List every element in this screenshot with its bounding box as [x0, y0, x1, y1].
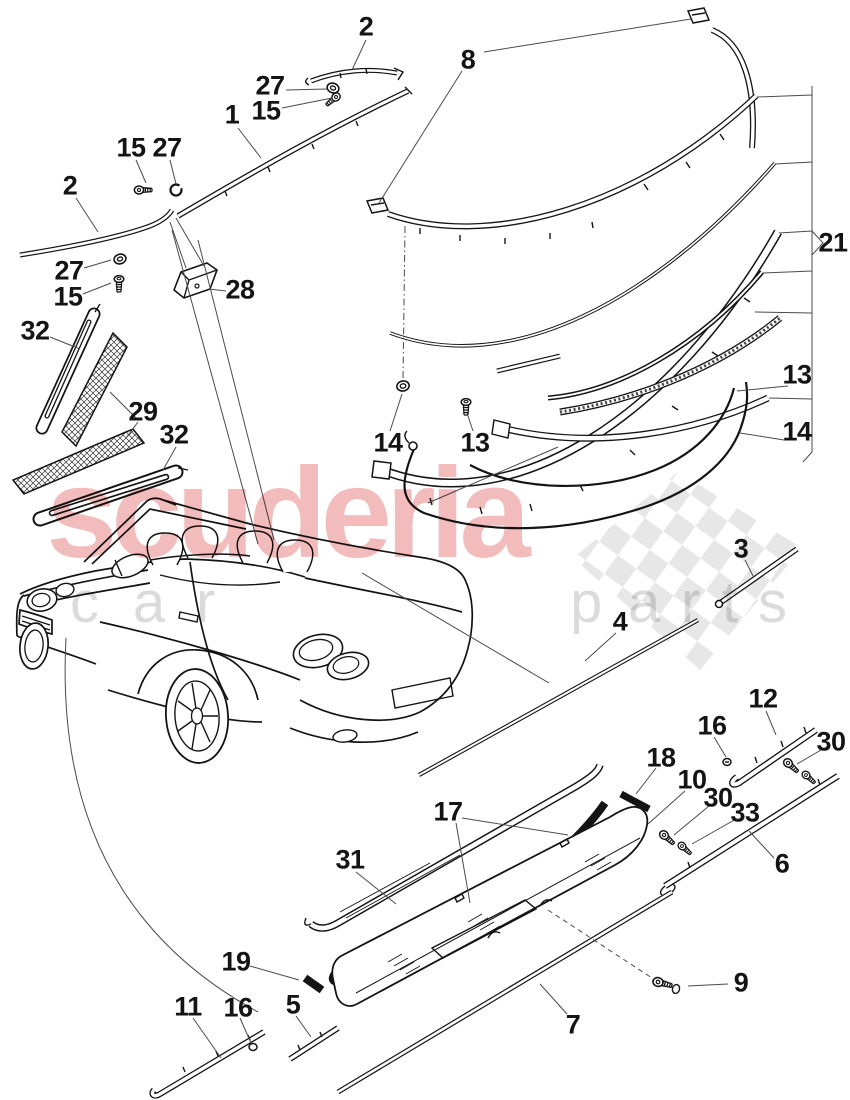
- callout-32: 32: [20, 315, 50, 346]
- callout-6: 6: [774, 848, 790, 879]
- trim-arc-6-hatched: [559, 315, 783, 416]
- trim-arc-5: [547, 270, 764, 401]
- callout-16: 16: [697, 710, 727, 741]
- sill-trim-31: [304, 763, 604, 932]
- leader-lines: [49, 18, 822, 1059]
- callout-30: 30: [816, 726, 846, 757]
- checkered-flag-graphic: [573, 472, 802, 670]
- strip-5: [288, 1025, 340, 1062]
- callout-17: 17: [433, 796, 463, 827]
- roof-trim-group: [19, 67, 413, 299]
- trim-arc-2: [387, 93, 759, 244]
- callout-18: 18: [646, 742, 676, 773]
- callout-21: 21: [818, 227, 848, 258]
- seal-14: [403, 381, 749, 530]
- adhesive-strip-19: [302, 974, 325, 994]
- blade-32-lower: [32, 464, 189, 527]
- windshield-trim-arc-group-21: [365, 7, 824, 515]
- callout-27: 27: [255, 70, 285, 101]
- callout-12: 12: [748, 683, 778, 714]
- callout-33: 33: [730, 797, 760, 828]
- callout-15: 15: [53, 281, 83, 312]
- strip-3: [714, 546, 799, 609]
- seal-29-lower: [11, 428, 146, 495]
- callout-14: 14: [373, 427, 403, 458]
- callout-31: 31: [335, 844, 365, 875]
- callout-11: 11: [174, 991, 202, 1022]
- callout-15: 15: [116, 132, 146, 163]
- nut-14: [396, 380, 410, 392]
- washer-27-mid: [169, 183, 184, 197]
- strip-2-upper: [305, 67, 405, 86]
- callout-1: 1: [224, 99, 240, 130]
- callout-19: 19: [221, 946, 251, 977]
- trim-arc-7: [491, 394, 770, 442]
- blade-32-upper: [35, 303, 101, 435]
- trim-arc-1: [710, 27, 756, 149]
- callout-8: 8: [460, 44, 476, 75]
- callout-15: 15: [251, 95, 281, 126]
- clip-8-left: [365, 197, 390, 214]
- bracket-21: [754, 86, 824, 463]
- callout-7: 7: [565, 1009, 581, 1040]
- callout-2: 2: [358, 11, 374, 42]
- clip-16-right: [722, 757, 732, 767]
- strip-2-left: [19, 208, 175, 258]
- callout-13: 13: [460, 427, 490, 458]
- callout-27: 27: [152, 132, 182, 163]
- callout-4: 4: [612, 606, 628, 637]
- blade-trim-group: [11, 303, 189, 527]
- callout-3: 3: [733, 533, 749, 564]
- callout-14: 14: [782, 416, 812, 447]
- callout-28: 28: [225, 274, 255, 305]
- callout-9: 9: [733, 967, 749, 998]
- callout-27: 27: [54, 255, 84, 286]
- sill-panel-10: [331, 806, 649, 1007]
- clip-8-right: [686, 7, 711, 24]
- strip-6: [659, 773, 840, 896]
- screw-9: [651, 975, 681, 995]
- strip-1: [176, 86, 413, 219]
- callout-2: 2: [62, 170, 78, 201]
- sill-assembly: [302, 763, 676, 1095]
- adhesive-strip-18: [619, 790, 651, 813]
- callout-32: 32: [159, 419, 189, 450]
- callout-29: 29: [128, 396, 158, 427]
- callout-10: 10: [677, 764, 707, 795]
- seal-13: [469, 387, 736, 488]
- callout-13: 13: [782, 359, 812, 390]
- strip-12: [729, 726, 818, 788]
- strip-7: [336, 883, 676, 1095]
- callout-30: 30: [703, 782, 733, 813]
- trim-arc-3: [389, 161, 777, 374]
- callout-5: 5: [285, 989, 301, 1020]
- seal-29-upper: [61, 331, 128, 448]
- car-illustration: [15, 497, 474, 764]
- clip-16-left: [248, 1042, 258, 1052]
- strip-4: [417, 618, 700, 777]
- callout-16: 16: [223, 992, 253, 1023]
